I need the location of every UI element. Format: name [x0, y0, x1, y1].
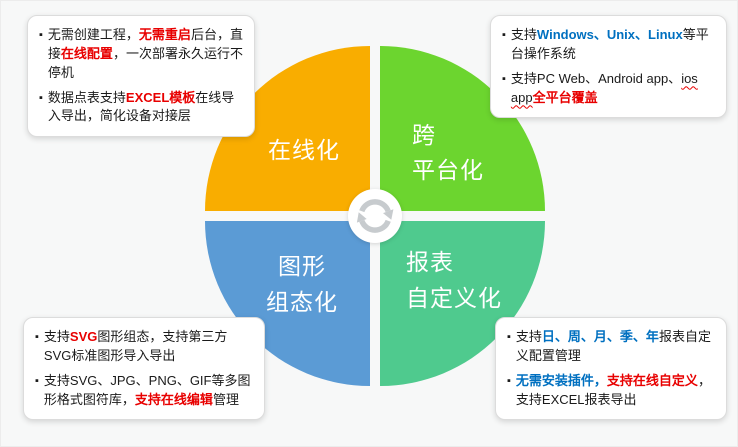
- callout-item: ▪ 支持Windows、Unix、Linux等平台操作系统: [502, 26, 715, 64]
- bullet-icon: ▪: [35, 374, 39, 387]
- quadrant-online-label: 在线化: [268, 137, 340, 164]
- callout-cross-platform: ▪ 支持Windows、Unix、Linux等平台操作系统 ▪ 支持PC Web、An…: [490, 15, 727, 119]
- bullet-icon: ▪: [502, 29, 506, 41]
- callout-item-text: 支持SVG、JPG、PNG、GIF等多图形格式图符库，支持在线编辑管理: [44, 372, 253, 410]
- bullet-icon: ▪: [507, 374, 511, 387]
- quadrant-report-custom-label: 报表 自定义化: [406, 249, 502, 311]
- text-segment: 日、周、月、季、年: [541, 329, 659, 344]
- callout-online: ▪ 无需创建工程，无需重启后台，直接在线配置，一次部署永久运行不停机 ▪ 数据点表支持…: [27, 15, 255, 138]
- text-segment: ，一次部署永久运行不停机: [47, 45, 243, 80]
- callout-item-text: 支持日、周、月、季、年报表自定义配置管理: [516, 328, 715, 366]
- quadrant-cross-platform-label: 跨 平台化: [412, 121, 484, 184]
- text-segment: 报表自定义配置管理: [515, 329, 711, 363]
- callout-item: ▪ 支持SVG图形组态，支持第三方SVG标准图形导入导出: [35, 328, 253, 366]
- callout-item-text: 数据点表支持EXCEL模板在线导入导出，简化设备对接层: [48, 89, 243, 127]
- text-segment: Windows、Unix、Linux: [536, 27, 683, 42]
- text-segment: 支持PC Web、Android app、: [510, 70, 682, 86]
- sync-arrows-icon: [343, 184, 407, 248]
- bullet-icon: ▪: [35, 331, 39, 343]
- callout-item: ▪ 数据点表支持EXCEL模板在线导入导出，简化设备对接层: [39, 89, 243, 127]
- text-segment: 无需安装插件，: [515, 372, 607, 388]
- bullet-icon: ▪: [502, 72, 506, 85]
- text-segment: SVG: [69, 329, 98, 344]
- quadrant-report-custom: 报表 自定义化: [380, 221, 545, 386]
- text-segment: 管理: [212, 391, 239, 407]
- bullet-icon: ▪: [39, 91, 43, 104]
- sync-arrows-svg: [348, 189, 402, 243]
- text-segment: 图形组态，支持第三方SVG标准图形导入导出: [43, 329, 228, 363]
- text-segment: 支持SVG、JPG、PNG、GIF等多图形格式图符库，: [43, 372, 251, 407]
- callout-item: ▪ 支持PC Web、Android app、ios app全平台覆盖: [502, 70, 715, 108]
- bullet-icon: ▪: [39, 29, 43, 41]
- quadrant-graphic-config-label: 图形 组态化: [266, 253, 338, 315]
- callout-graphic-config: ▪ 支持SVG图形组态，支持第三方SVG标准图形导入导出 ▪ 支持SVG、JPG、PN…: [23, 317, 265, 421]
- text-segment: 支持: [515, 329, 542, 344]
- text-segment: 支持在线自定义: [606, 372, 698, 388]
- bullet-icon: ▪: [507, 331, 511, 343]
- text-segment: 在线配置: [60, 45, 113, 61]
- text-segment: 支持在线编辑: [134, 391, 213, 407]
- text-segment: 无需创建工程，: [47, 27, 139, 42]
- text-segment: 支持: [43, 329, 70, 344]
- text-segment: 在线导入导出，简化设备对接层: [47, 89, 235, 124]
- text-segment: 等平台操作系统: [510, 27, 709, 61]
- text-segment: EXCEL模板: [125, 89, 196, 105]
- callout-item-text: 支持SVG图形组态，支持第三方SVG标准图形导入导出: [44, 328, 253, 366]
- callout-item-text: 无需创建工程，无需重启后台，直接在线配置，一次部署永久运行不停机: [48, 26, 243, 83]
- text-segment: 数据点表支持: [47, 89, 126, 105]
- text-segment: 后台，直接: [47, 27, 243, 61]
- text-segment: ，支持EXCEL报表导出: [515, 372, 711, 407]
- text-segment: ios app: [510, 70, 698, 105]
- quadrant-cross-platform: 跨 平台化: [380, 46, 545, 211]
- callout-item-text: 无需安装插件，支持在线自定义，支持EXCEL报表导出: [516, 372, 715, 410]
- callout-item: ▪ 支持SVG、JPG、PNG、GIF等多图形格式图符库，支持在线编辑管理: [35, 372, 253, 410]
- text-segment: 全平台覆盖: [532, 89, 598, 105]
- quadrant-wheel: 在线化 跨 平台化 图形 组态化 报表 自定义化: [205, 46, 545, 386]
- callout-item-text: 支持PC Web、Android app、ios app全平台覆盖: [511, 70, 715, 108]
- callout-item: ▪ 无需安装插件，支持在线自定义，支持EXCEL报表导出: [507, 372, 715, 410]
- callout-report-custom: ▪ 支持日、周、月、季、年报表自定义配置管理 ▪ 无需安装插件，支持在线自定义，支持E…: [495, 317, 727, 421]
- callout-item: ▪ 支持日、周、月、季、年报表自定义配置管理: [507, 328, 715, 366]
- callout-item-text: 支持Windows、Unix、Linux等平台操作系统: [511, 26, 715, 64]
- callout-item: ▪ 无需创建工程，无需重启后台，直接在线配置，一次部署永久运行不停机: [39, 26, 243, 83]
- text-segment: 支持: [510, 27, 537, 42]
- text-segment: 无需重启: [138, 27, 191, 42]
